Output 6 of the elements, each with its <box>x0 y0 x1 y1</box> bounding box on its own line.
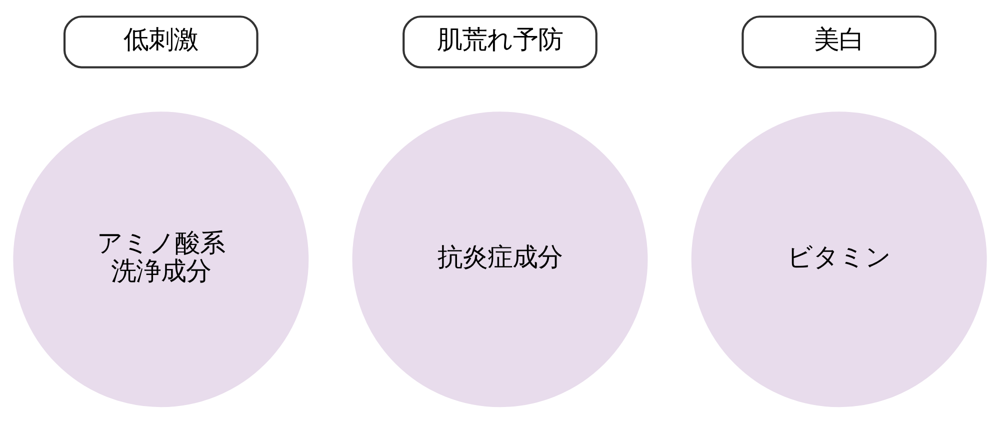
node-circle: 抗炎症成分 <box>352 112 648 408</box>
node-box: 肌荒れ予防 <box>402 16 598 68</box>
node-box: 美白 <box>742 16 937 68</box>
node-circle: アミノ酸系洗浄成分 <box>13 112 309 408</box>
node-circle: ビタミン <box>691 112 987 408</box>
node-box: 低刺激 <box>63 16 258 68</box>
